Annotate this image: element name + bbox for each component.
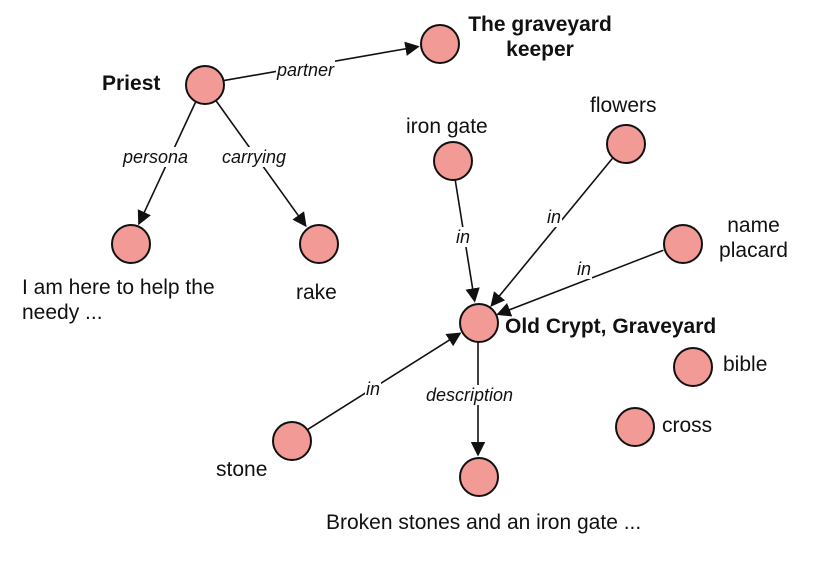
node-label-bible: bible [723, 353, 768, 376]
node-label-flowers: flowers [590, 94, 657, 117]
node-label-rake: rake [296, 281, 337, 304]
edge-label-persona: persona [122, 147, 190, 167]
node-bible[interactable] [673, 347, 713, 387]
node-priest[interactable] [185, 65, 225, 105]
node-flowers[interactable] [606, 124, 646, 164]
node-iron-gate[interactable] [433, 141, 473, 181]
node-label-desc-val: Broken stones and an iron gate ... [326, 511, 642, 534]
node-label-name-placard: name placard [719, 214, 788, 262]
node-persona-val[interactable] [111, 224, 151, 264]
edge-label-stone-in: in [365, 379, 382, 399]
edge-label-iron-in: in [455, 227, 472, 247]
node-label-cross: cross [662, 414, 713, 437]
node-label-persona-val: I am here to help the needy ... [22, 276, 215, 324]
node-name-placard[interactable] [663, 224, 703, 264]
node-label-iron-gate: iron gate [406, 115, 488, 138]
node-label-priest: Priest [102, 72, 161, 95]
node-stone[interactable] [272, 421, 312, 461]
edge-label-flowers-in: in [546, 207, 563, 227]
edge-flowers-in [490, 157, 613, 307]
node-label-crypt: Old Crypt, Graveyard [505, 315, 717, 338]
edge-label-description: description [425, 385, 515, 405]
node-desc-val[interactable] [459, 457, 499, 497]
node-label-keeper: The graveyard keeper [468, 13, 612, 61]
edge-label-partner: partner [276, 60, 336, 80]
edge-label-placard-in: in [576, 259, 593, 279]
node-label-stone: stone [216, 458, 268, 481]
edge-stone-in [307, 332, 462, 431]
node-crypt[interactable] [459, 303, 499, 343]
edge-label-carrying: carrying [221, 147, 288, 167]
node-rake[interactable] [299, 224, 339, 264]
edge-placard-in [496, 249, 664, 317]
node-cross[interactable] [615, 407, 655, 447]
node-keeper[interactable] [420, 24, 460, 64]
